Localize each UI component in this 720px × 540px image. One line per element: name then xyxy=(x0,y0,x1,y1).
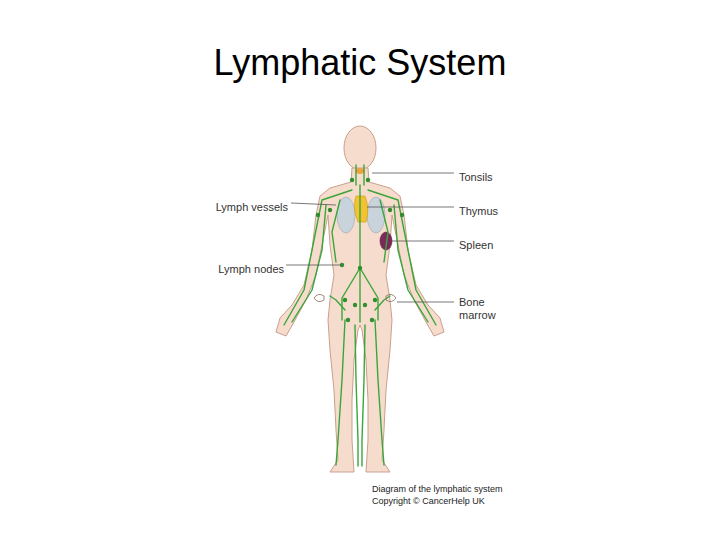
label-slot: Tonsils xyxy=(459,167,549,185)
title-slot: Lymphatic System xyxy=(0,42,720,84)
bone-marrow-marks xyxy=(314,294,396,301)
part-label: Bone marrow xyxy=(459,296,505,322)
caption-text: Diagram of the lymphatic system xyxy=(372,484,503,495)
lungs xyxy=(337,197,385,233)
label-slot: Lymph nodes xyxy=(190,259,284,277)
copyright-note: Copyright © CancerHelp UK xyxy=(372,496,485,507)
lymph-node-dots xyxy=(316,178,404,322)
label-slot: Lymph vessels xyxy=(190,197,288,215)
part-label: Lymph vessels xyxy=(216,201,288,214)
thymus-shape xyxy=(354,196,367,222)
lymph-network xyxy=(284,165,436,466)
label-slot: Spleen xyxy=(459,235,549,253)
label-slot: Thymus xyxy=(459,201,549,219)
part-label: Tonsils xyxy=(459,171,493,184)
body-outline xyxy=(276,126,444,472)
leader-lines xyxy=(286,173,454,302)
caption-slot: Diagram of the lymphatic system xyxy=(372,478,572,496)
part-label: Spleen xyxy=(459,239,493,252)
label-slot: Bone marrow xyxy=(459,296,505,323)
diagram-title: Lymphatic System xyxy=(214,42,507,84)
part-label: Lymph nodes xyxy=(218,263,284,276)
part-label: Thymus xyxy=(459,205,498,218)
